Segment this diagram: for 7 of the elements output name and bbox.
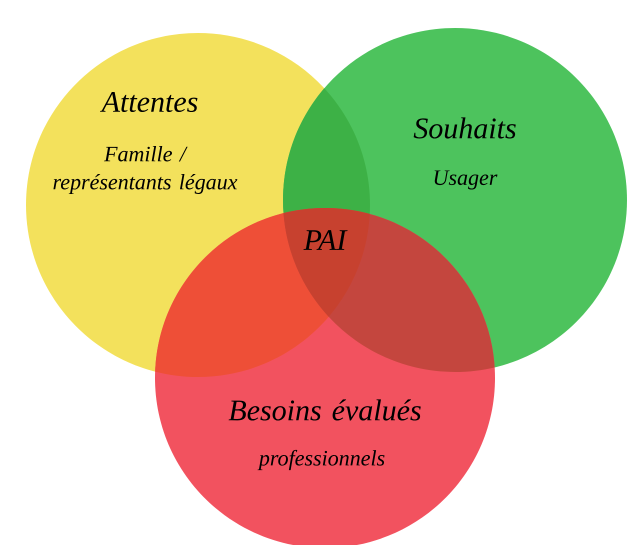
circle-subtitle: Famille / représentants légaux — [53, 146, 238, 194]
circle-title: Attentes — [100, 92, 198, 112]
circle-subtitle: professionnels — [258, 450, 384, 470]
circle-title: Souhaits — [414, 117, 516, 139]
circle-subtitle: Usager — [434, 170, 498, 190]
center-label: PAI — [303, 230, 348, 250]
circle-title: Besoins évalués — [228, 399, 421, 421]
